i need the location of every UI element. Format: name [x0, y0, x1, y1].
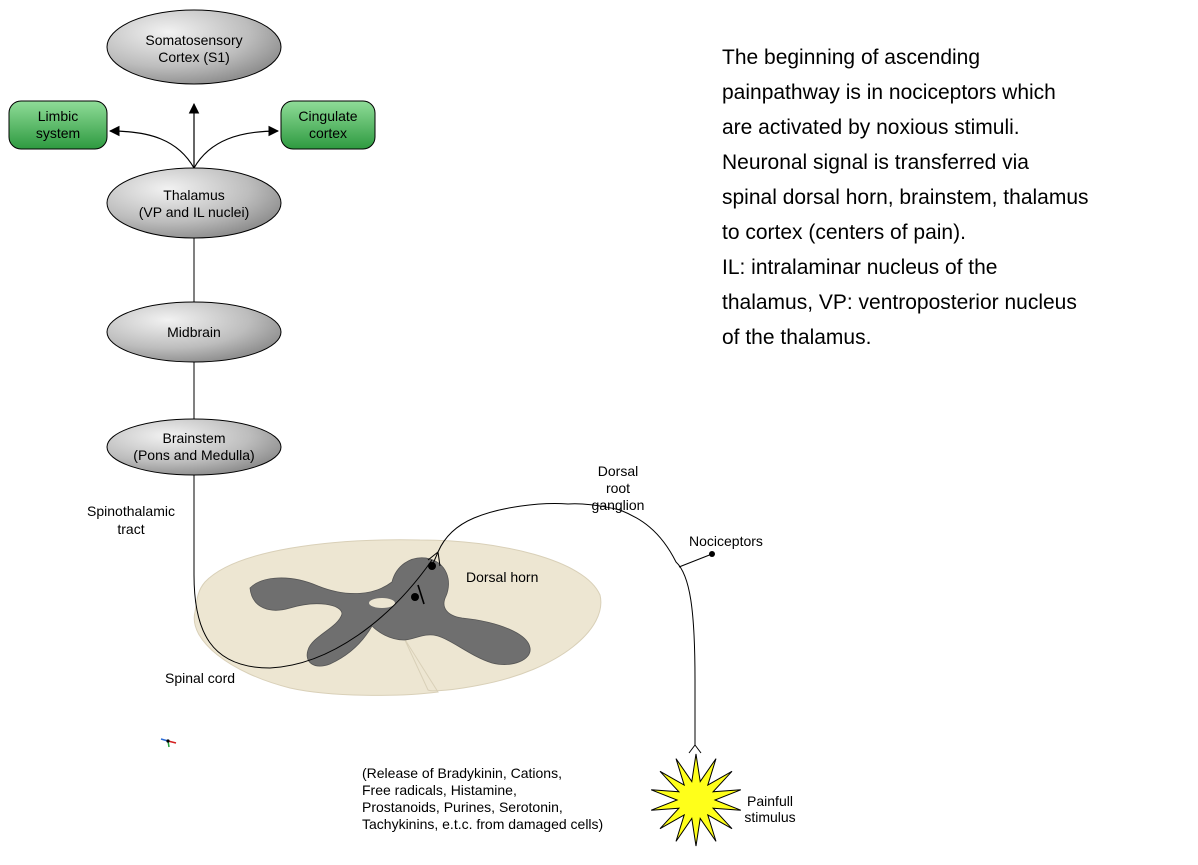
description-line: to cortex (centers of pain). [722, 215, 1192, 250]
label-dorsal-horn: Dorsal horn [466, 569, 538, 585]
limbic-line-1: Limbic [38, 108, 78, 124]
starburst-icon [651, 754, 741, 846]
cingulate-line-1: Cingulate [298, 108, 357, 124]
node-midbrain: Midbrain [107, 302, 281, 362]
stimulus-fork [689, 745, 701, 753]
label-nociceptors: Nociceptors [689, 533, 763, 549]
brainstem-line-1: Brainstem [162, 430, 225, 446]
description-line: thalamus, VP: ventroposterior nucleus [722, 285, 1192, 320]
node-brainstem: Brainstem (Pons and Medulla) [107, 419, 281, 475]
node-cingulate-cortex: Cingulate cortex [281, 101, 375, 149]
thalamus-line-2: (VP and IL nuclei) [139, 204, 250, 220]
description-line: The beginning of ascending [722, 40, 1192, 75]
description-line: IL: intralaminar nucleus of the [722, 250, 1192, 285]
axis-marker-icon [161, 739, 176, 747]
label-release-2: Free radicals, Histamine, [362, 782, 517, 798]
description-line: spinal dorsal horn, brainstem, thalamus [722, 180, 1192, 215]
arrow-to-cingulate [194, 131, 278, 168]
description-line: painpathway is in nociceptors which [722, 75, 1192, 110]
label-spinal-cord: Spinal cord [165, 670, 235, 686]
label-drg-1: Dorsal [598, 463, 638, 479]
label-spinothalamic-1: Spinothalamic [87, 503, 175, 519]
label-release-4: Tachykinins, e.t.c. from damaged cells) [362, 816, 603, 832]
neuron-dot-lower [411, 593, 419, 601]
label-release-1: (Release of Bradykinin, Cations, [362, 765, 562, 781]
nociceptor-dot [709, 551, 715, 557]
limbic-line-2: system [36, 125, 80, 141]
node-somatosensory-cortex: Somatosensory Cortex (S1) [107, 10, 281, 84]
midbrain-label: Midbrain [167, 324, 221, 340]
description-line: are activated by noxious stimuli. [722, 110, 1192, 145]
description-text: The beginning of ascending painpathway i… [722, 40, 1192, 355]
node-limbic-system: Limbic system [9, 101, 107, 149]
arrow-to-limbic [110, 131, 194, 168]
spinal-cord-section [194, 540, 601, 696]
cingulate-line-2: cortex [309, 125, 347, 141]
cortex-line-2: Cortex (S1) [158, 49, 230, 65]
label-drg-3: ganglion [592, 497, 645, 513]
nociceptor-branch [679, 554, 712, 567]
thalamus-line-1: Thalamus [163, 187, 224, 203]
label-painful-1: Painfull [747, 793, 793, 809]
label-painful-2: stimulus [744, 809, 795, 825]
description-line: of the thalamus. [722, 320, 1192, 355]
description-line: Neuronal signal is transferred via [722, 145, 1192, 180]
brainstem-line-2: (Pons and Medulla) [133, 447, 254, 463]
label-release-3: Prostanoids, Purines, Serotonin, [362, 799, 563, 815]
label-drg-2: root [606, 480, 630, 496]
node-thalamus: Thalamus (VP and IL nuclei) [107, 168, 281, 238]
label-spinothalamic-2: tract [117, 521, 144, 537]
cortex-line-1: Somatosensory [145, 32, 242, 48]
